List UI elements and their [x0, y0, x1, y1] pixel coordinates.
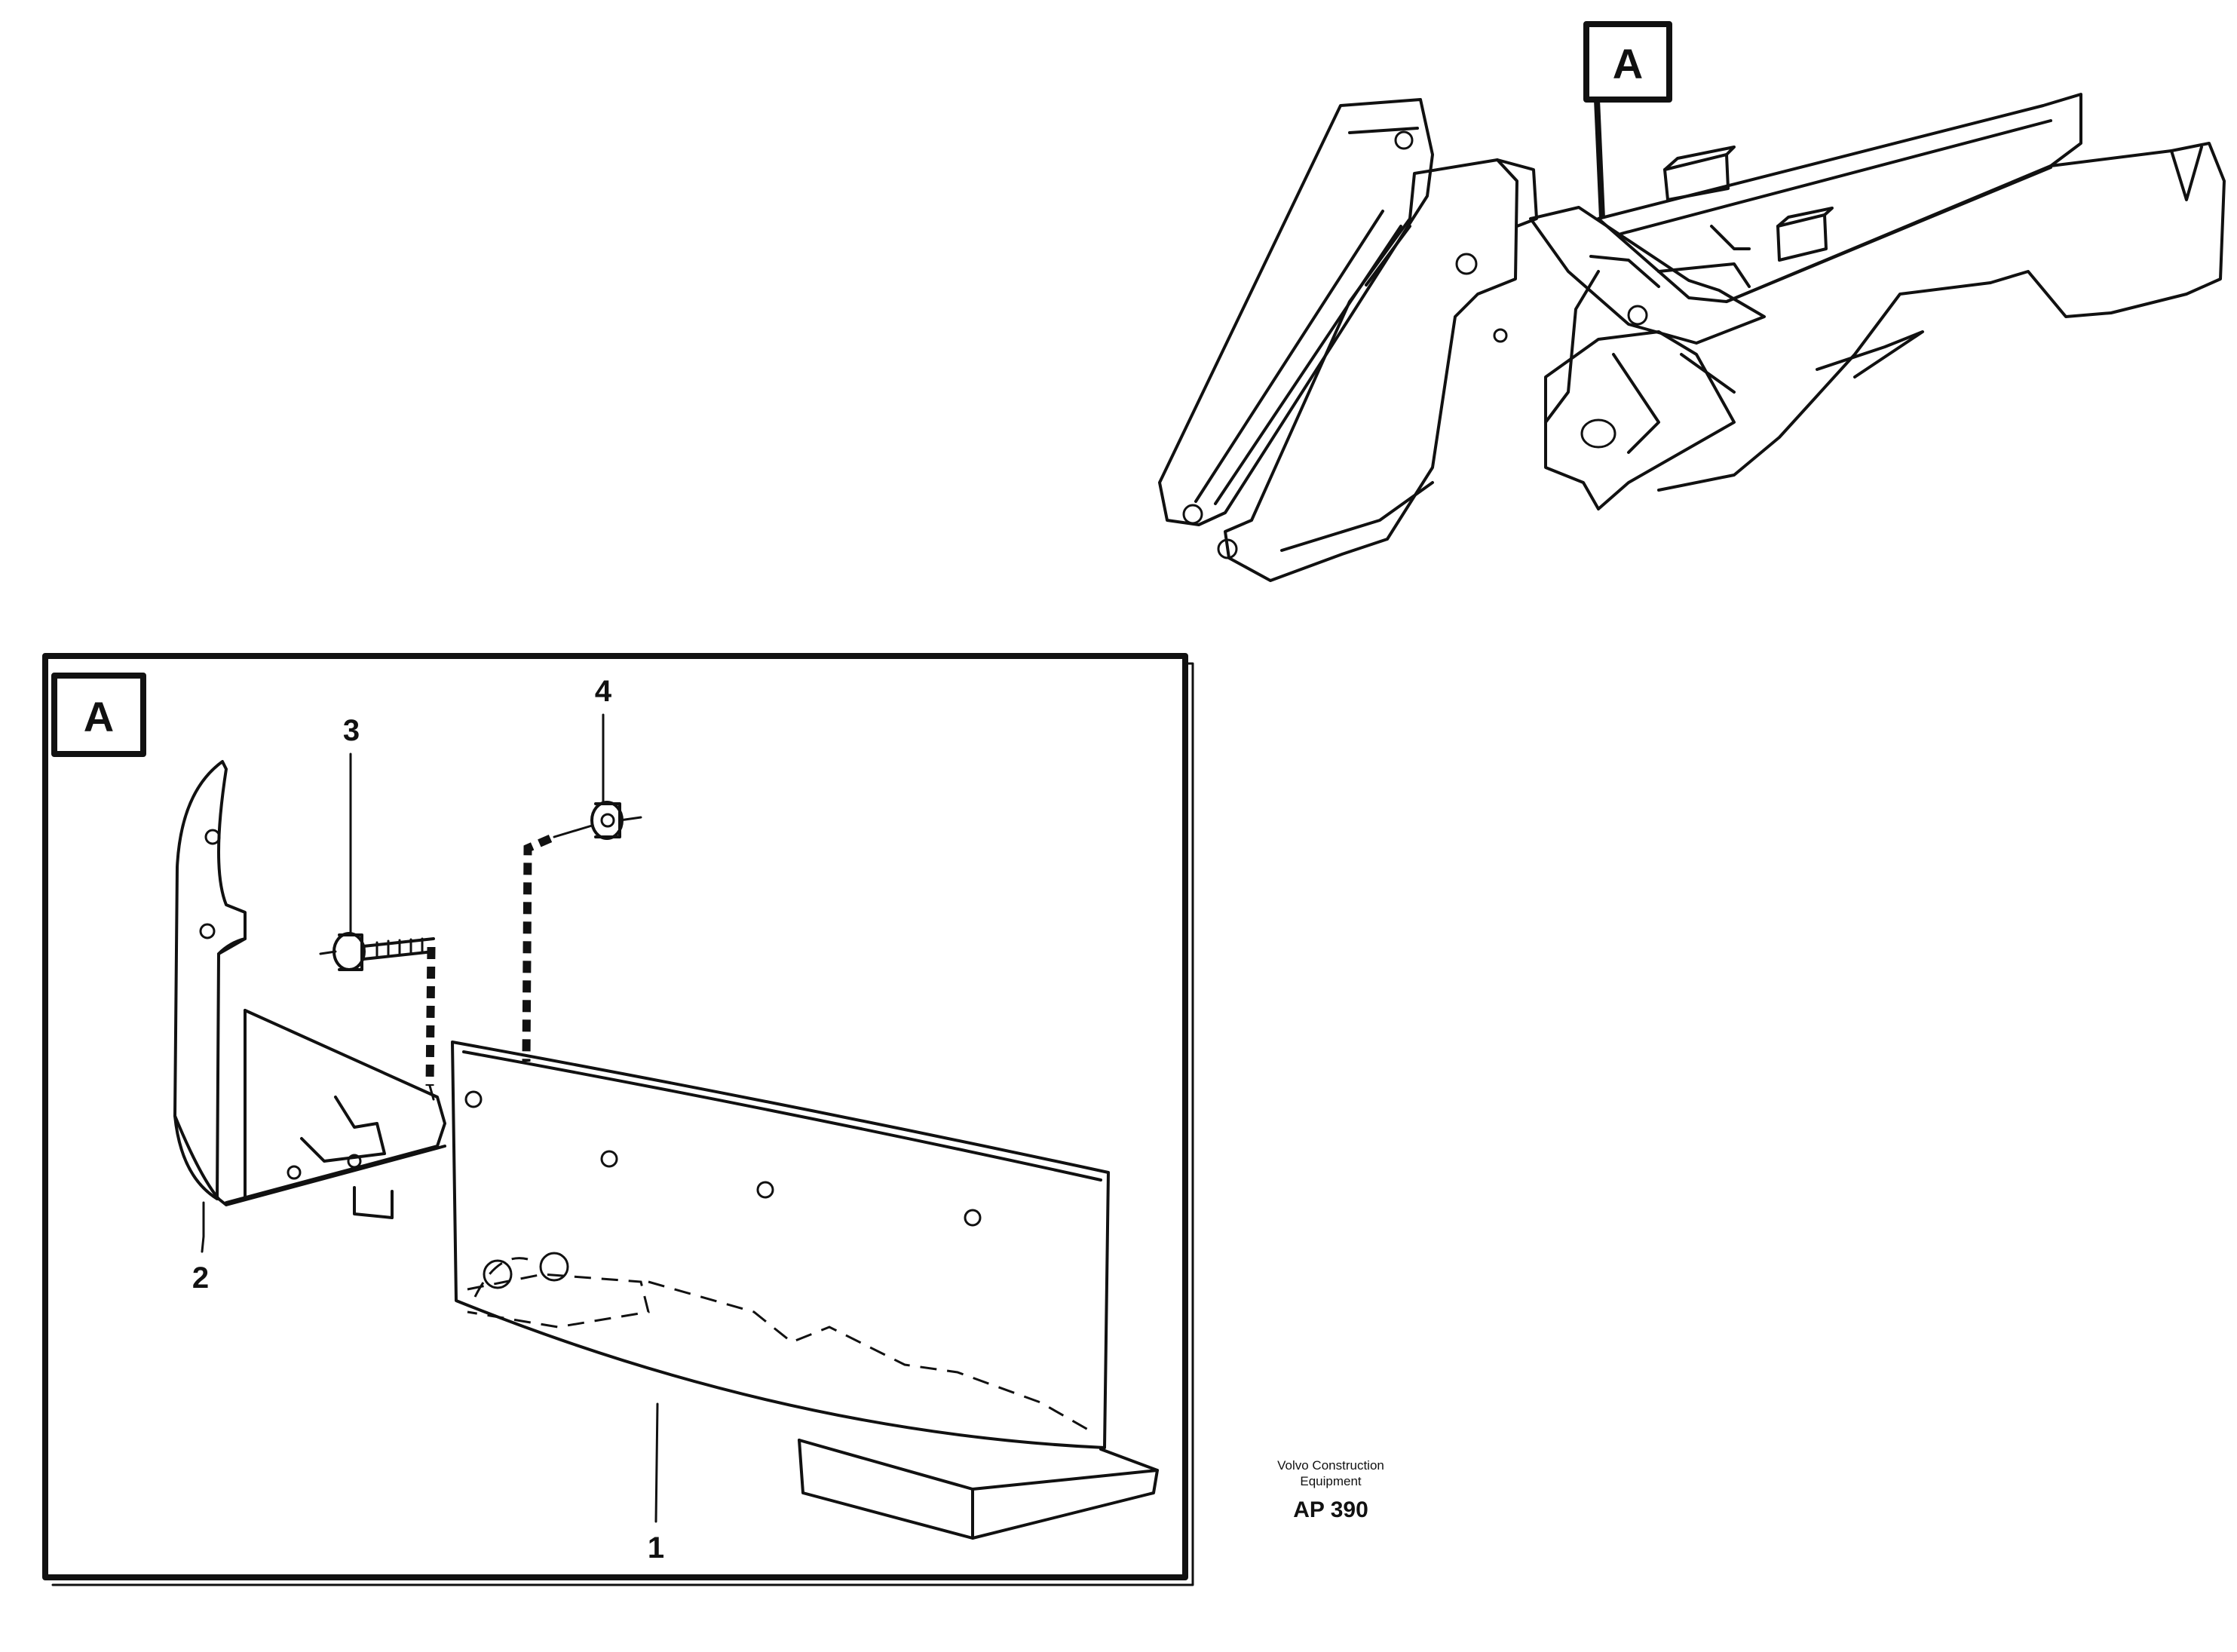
callout-4: 4: [595, 675, 612, 708]
detail-view-a: A: [42, 653, 1194, 1586]
brand-line-1: Volvo Construction: [1277, 1458, 1384, 1473]
part-3-bolt: [319, 932, 436, 1101]
part-4-nut: [522, 801, 642, 1062]
callout-1: 1: [648, 1531, 664, 1565]
callout-1-leader: [654, 1402, 659, 1523]
callout-2: 2: [192, 1261, 209, 1295]
part-1-shield: [451, 1041, 1159, 1540]
callout-3: 3: [343, 714, 360, 747]
detail-tag-text: A: [84, 693, 114, 740]
figure-reference: AP 390: [1293, 1497, 1368, 1522]
loader-frame-overview: A: [1158, 21, 2226, 582]
detail-tag: A: [51, 673, 146, 757]
callout-2-leader: [201, 1201, 205, 1253]
overview-detail-tag: A: [1583, 21, 1672, 219]
brand-line-2: Equipment: [1300, 1474, 1362, 1488]
part-2-bracket: [173, 760, 446, 1219]
overview-tag-text: A: [1613, 40, 1643, 87]
detail-frame: [42, 653, 1188, 1580]
footer: Volvo Construction Equipment AP 390: [1277, 1458, 1384, 1522]
callouts: 3 4 2 1: [192, 675, 664, 1565]
